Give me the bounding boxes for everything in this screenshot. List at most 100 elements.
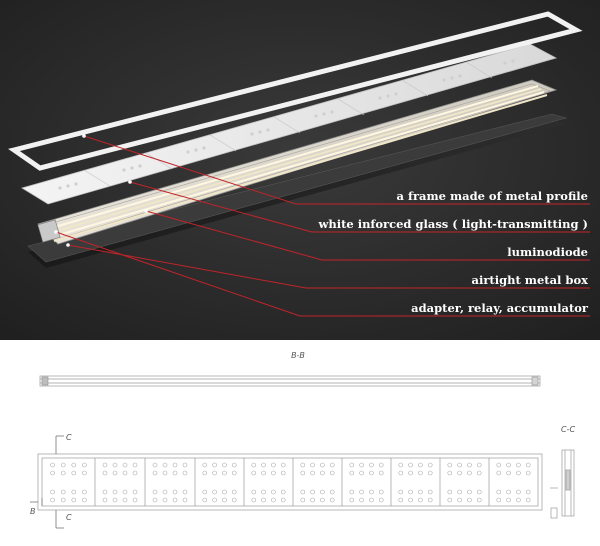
led-dot [212, 470, 217, 476]
led-dot [152, 497, 158, 503]
led-dot [496, 489, 502, 495]
led-dot [447, 462, 453, 468]
led-dot [261, 489, 266, 495]
led-dot [300, 489, 306, 495]
led-dot [202, 497, 208, 503]
metal-frame [8, 11, 583, 171]
led-dot [122, 489, 128, 495]
led-dot [152, 489, 158, 495]
led-dot [427, 470, 433, 476]
led-dot [82, 497, 87, 503]
led-dot [398, 462, 404, 468]
led-dot [408, 489, 413, 495]
plan-view [37, 453, 543, 511]
led-dot [231, 489, 237, 495]
leader-line-luminodiode [145, 210, 590, 261]
led-dot [525, 470, 531, 476]
led-dot [71, 470, 77, 476]
led-dot [359, 470, 364, 476]
led-dot [222, 470, 227, 476]
label-adapter: adapter, relay, accumulator [411, 301, 589, 315]
led-dot [172, 497, 178, 503]
led-dot [182, 462, 188, 468]
led-dot [50, 470, 55, 476]
led-dot [516, 497, 521, 503]
led-dot [496, 462, 502, 468]
leader-line-box [67, 244, 590, 289]
led-dot [320, 462, 325, 468]
led-dot [50, 497, 55, 503]
led-dot [369, 470, 374, 476]
led-dot [112, 470, 118, 476]
led-dot [271, 489, 276, 495]
mark-b: B [30, 507, 36, 516]
led-dot [467, 462, 472, 468]
adapter-block [37, 219, 61, 243]
led-dot [300, 470, 306, 476]
glass-panel-segments [83, 61, 493, 187]
led-dot [172, 489, 178, 495]
led-dot [162, 497, 168, 503]
led-dot [369, 497, 374, 503]
led-dot [310, 497, 315, 503]
led-dot [457, 489, 462, 495]
led-dot [162, 470, 168, 476]
led-dot [418, 470, 423, 476]
technical-drawing-svg: B-B [30, 351, 575, 529]
led-dot [369, 489, 374, 495]
led-dot [132, 497, 138, 503]
led-dot [202, 462, 208, 468]
led-dot [71, 497, 77, 503]
plan-view-led-dots [50, 462, 531, 503]
led-dot [359, 497, 364, 503]
led-dot [222, 489, 227, 495]
led-dot [172, 462, 178, 468]
led-dot [378, 497, 384, 503]
led-dot [418, 489, 423, 495]
led-dot [320, 489, 325, 495]
section-cc-view [550, 449, 575, 519]
leader-line-adapter [55, 231, 590, 317]
led-dot [506, 470, 511, 476]
led-dot [418, 462, 423, 468]
led-dot [408, 462, 413, 468]
led-dot [271, 462, 276, 468]
led-dot [300, 462, 306, 468]
led-dot [408, 470, 413, 476]
led-dot [476, 462, 482, 468]
led-dot [467, 497, 472, 503]
led-dot [182, 489, 188, 495]
label-metal-box: airtight metal box [472, 273, 589, 287]
led-dot [102, 462, 108, 468]
led-dot [251, 470, 257, 476]
led-dot [132, 462, 138, 468]
led-dot [329, 462, 335, 468]
led-dot [182, 470, 188, 476]
led-dot [280, 462, 286, 468]
led-dot [280, 497, 286, 503]
led-dot [132, 489, 138, 495]
led-dot [300, 497, 306, 503]
led-dot [271, 497, 276, 503]
section-bb-title: B-B [291, 351, 305, 360]
led-dot [378, 462, 384, 468]
led-dot [525, 497, 531, 503]
label-glass: white inforced glass ( light-transmittin… [317, 217, 588, 231]
led-dot [447, 497, 453, 503]
led-dot [329, 497, 335, 503]
led-dot [427, 497, 433, 503]
led-dot [50, 489, 55, 495]
led-dot [516, 462, 521, 468]
led-dot [369, 462, 374, 468]
led-dot [202, 470, 208, 476]
led-dot [261, 470, 266, 476]
section-cc-title: C-C [561, 425, 575, 434]
led-dot [349, 497, 355, 503]
glass-panel [21, 43, 558, 205]
led-dot [132, 470, 138, 476]
led-dot [408, 497, 413, 503]
leader-line-frame [83, 135, 590, 205]
led-dot [496, 497, 502, 503]
led-dot [261, 462, 266, 468]
